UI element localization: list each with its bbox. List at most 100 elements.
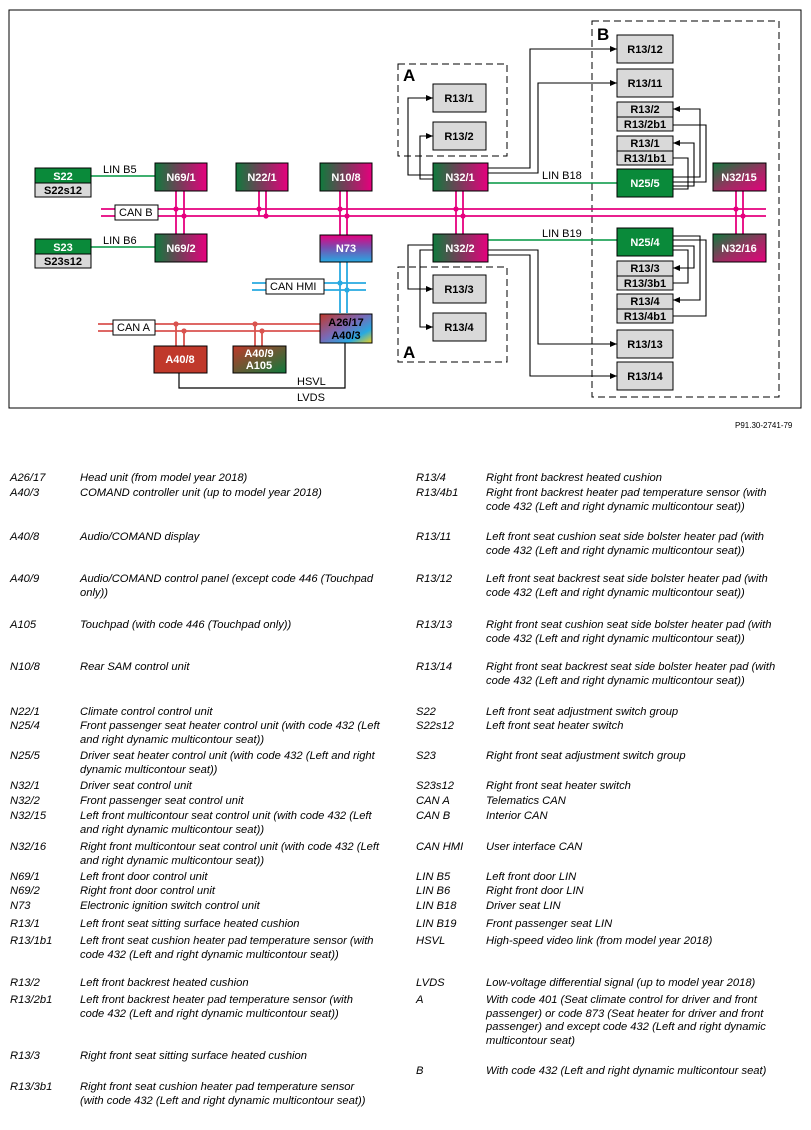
legend-description: Left front seat cushion heater pad tempe… [80,935,374,961]
legend-description: Front passenger seat control unit [80,795,244,807]
node-n73-label: N73 [336,243,356,255]
legend-code: N10/8 [10,661,40,673]
node-r13-3-label: R13/3 [444,284,473,296]
node-r13-3b1 [616,275,674,291]
legend-code: N69/1 [10,871,40,883]
legend-description: Front passenger seat heater control unit… [80,720,380,746]
legend-description: Touchpad (with code 446 (Touchpad only)) [80,619,292,631]
node-n25-5-label: N25/5 [630,178,659,190]
legend-description: With code 432 (Left and right dynamic mu… [486,1065,767,1077]
legend-code: B [416,1065,424,1077]
lin-b18-label: LIN B18 [542,170,582,182]
legend-code: S23 [416,750,436,762]
legend-code: A26/17 [10,472,46,484]
group-a-bottom-box [397,266,508,363]
legend-description: Right front seat adjustment switch group [486,750,686,762]
group-b-label: B [597,25,609,44]
node-a105-label: A105 [246,360,272,372]
legend-description: Low-voltage differential signal (up to m… [486,977,756,989]
node-r13-3 [432,274,487,304]
legend-code: N32/16 [10,841,47,853]
legend-description: Audio/COMAND control panel (except code … [80,573,374,599]
legend-description: Electronic ignition switch control unit [80,900,260,912]
node-a40-8 [153,345,208,374]
node-n32-1-label: N32/1 [445,172,474,184]
legend-code: R13/1b1 [10,935,53,947]
legend-description: Right front multicontour seat control un… [80,841,380,867]
node-a26-17-a40-3 [319,313,373,344]
legend-description: Left front seat heater switch [486,720,624,732]
group-a-bottom-label: A [403,343,415,362]
node-n25-4 [616,227,674,257]
legend-description: With code 401 (Seat climate control for … [486,994,766,1047]
legend-code: S22 [416,706,436,718]
node-s22-label: S22 [53,171,73,183]
legend-description: Front passenger seat LIN [486,918,613,930]
legend-description: Right front seat sitting surface heated … [80,1050,307,1062]
legend-description: Interior CAN [486,810,548,822]
legend-code: R13/14 [416,661,453,673]
legend-code: N22/1 [10,706,40,718]
legend-description: Right front door control unit [80,885,215,897]
node-a40-9-a105 [232,345,287,374]
legend-code: A40/9 [10,573,40,585]
node-r13-13-label: R13/13 [627,339,662,351]
can-a-tag [112,319,156,336]
node-r13-2b1 [616,116,674,132]
node-a26-17-label: A26/17 [328,317,363,329]
node-r13-12 [616,34,674,64]
node-a40-3-label: A40/3 [331,330,360,342]
legend-description: User interface CAN [486,841,583,853]
legend-description: Left front seat sitting surface heated c… [80,918,300,930]
legend-code: A40/3 [10,487,40,499]
node-r13-4-label: R13/4 [444,322,474,334]
node-r13-13 [616,329,674,359]
legend-description: Right front seat cushion heater pad temp… [80,1081,366,1107]
legend-code: CAN HMI [416,841,464,853]
node-n10-8 [319,162,373,192]
group-a-top-box [397,63,508,157]
legend-code: LIN B6 [416,885,451,897]
node-n25-5 [616,168,674,198]
group-a-top-label: A [403,66,415,85]
node-n32-16-label: N32/16 [721,243,756,255]
legend-code: S22s12 [416,720,454,732]
node-r13-2 [432,121,487,151]
node-n32-2-label: N32/2 [445,243,474,255]
node-r13-12-label: R13/12 [627,44,662,56]
hsvl-lvds-line [178,343,346,389]
legend-description: Climate control control unit [80,706,213,718]
node-a40-8-label: A40/8 [165,354,194,366]
node-n69-2-label: N69/2 [166,243,195,255]
can-hmi-junctions [337,280,350,293]
legend-code: N32/15 [10,810,47,822]
node-n32-15-label: N32/15 [721,172,756,184]
node-r13-1b1 [616,150,674,166]
legend-code: LIN B5 [416,871,451,883]
legend-description: Left front seat cushion seat side bolste… [486,531,764,557]
legend-description: Head unit (from model year 2018) [80,472,248,484]
node-r13-4b1-label: R13/4b1 [624,311,666,323]
node-n69-1-label: N69/1 [166,172,195,184]
node-r13-4-b-label: R13/4 [630,296,660,308]
legend-description: Audio/COMAND display [80,531,200,543]
node-r13-2-label: R13/2 [444,131,473,143]
legend-description: Rear SAM control unit [80,661,190,673]
node-n10-8-label: N10/8 [331,172,360,184]
node-r13-4b1 [616,308,674,324]
legend-description: COMAND controller unit (up to model year… [80,487,322,499]
node-r13-4 [432,312,487,342]
legend-description: Left front seat backrest seat side bolst… [486,573,768,599]
legend-description: Right front seat backrest seat side bols… [486,661,776,687]
legend-code: R13/3 [10,1050,40,1062]
legend-code: N69/2 [10,885,40,897]
legend-code: HSVL [416,935,446,947]
legend-description: Right front backrest heater pad temperat… [486,487,767,513]
node-n22-1 [235,162,289,192]
lin-b5-label: LIN B5 [103,164,137,176]
node-n73 [319,234,373,263]
node-r13-2-b-label: R13/2 [630,104,659,116]
legend-description: Left front door control unit [80,871,208,883]
lvds-label: LVDS [297,392,325,404]
node-s22s12-label: S22s12 [44,185,82,197]
